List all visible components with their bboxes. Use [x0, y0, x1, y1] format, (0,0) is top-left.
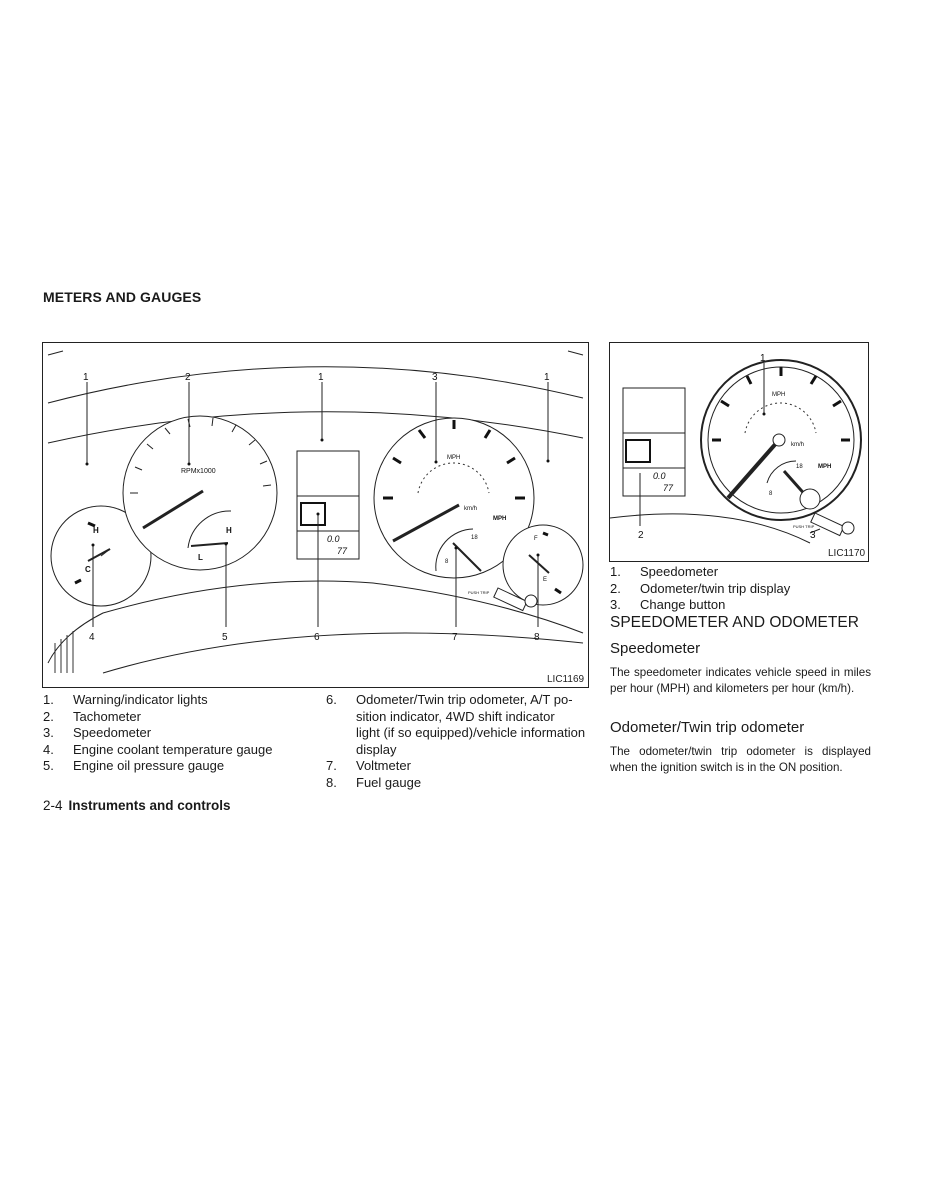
- speed-mph-label: MPH: [447, 455, 460, 461]
- push-trip-label: PUSH TRIP: [793, 524, 815, 529]
- fuel-f-label: F: [534, 536, 538, 542]
- page-number: 2-4: [43, 798, 63, 813]
- fuel-e-label: E: [543, 577, 547, 583]
- trip-readout: 77: [337, 546, 348, 556]
- speedometer-illustration: 1 2 3 MPH km/h MPH 18 8 PUSH TRIP 0.0 77: [610, 353, 862, 544]
- list-item: 3.Change button: [610, 597, 726, 613]
- list-item: 1.Warning/indicator lights: [43, 692, 208, 707]
- callout-1: 1: [760, 353, 766, 364]
- callout-3: 3: [810, 530, 816, 541]
- heading-speedometer: Speedometer: [610, 640, 701, 657]
- callout-1: 1: [83, 372, 89, 383]
- footer-section-title: Instruments and controls: [68, 798, 231, 813]
- odometer-readout: 0.0: [653, 471, 666, 481]
- list-item: 2.Tachometer: [43, 708, 141, 724]
- callout-6: 6: [314, 632, 320, 643]
- heading-odometer: Odometer/Twin trip odometer: [610, 719, 805, 736]
- mph-label: MPH: [772, 392, 785, 398]
- speed-mph-side-label: MPH: [493, 516, 506, 522]
- volt-18-label: 18: [471, 535, 478, 541]
- oil-l-label: L: [198, 553, 203, 562]
- callout-7: 7: [452, 632, 458, 643]
- callout-1: 1: [544, 372, 550, 383]
- temp-c-label: C: [85, 565, 91, 574]
- page-footer: 2-4 Instruments and controls: [43, 798, 231, 813]
- list-item: 8.Fuel gauge: [326, 774, 422, 790]
- figure1-list-left: 1.Warning/indicator lights 2.Tachometer …: [43, 692, 303, 775]
- callout-5: 5: [222, 632, 228, 643]
- kmh-label: km/h: [791, 442, 804, 448]
- tach-label: RPMx1000: [181, 468, 216, 475]
- paragraph-odometer: The odometer/twin trip odometer is displ…: [610, 745, 871, 774]
- callout-2: 2: [185, 372, 191, 383]
- list-item: 1.Speedometer: [610, 564, 719, 579]
- heading-speedometer-odometer: SPEEDOMETER AND ODOMETER: [610, 614, 859, 631]
- temp-h-label: H: [93, 526, 99, 535]
- list-item: 4.Engine coolant temperature gauge: [43, 741, 273, 757]
- list-item: 5.Engine oil pressure gauge: [43, 758, 225, 774]
- list-item: 3.Speedometer: [43, 725, 152, 741]
- list-item: light (if so equipped)/vehicle informati…: [356, 725, 586, 741]
- figure-code: LIC1170: [828, 548, 866, 559]
- figure-code: LIC1169: [547, 674, 585, 685]
- odometer-readout: 0.0: [327, 534, 340, 544]
- instrument-cluster-illustration: 1 2 1 3 1 4 5 6 7 8 RPMx1000 MPH km/h MP…: [47, 350, 584, 674]
- callout-1: 1: [318, 372, 324, 383]
- callout-3: 3: [432, 372, 438, 383]
- mph-side-label: MPH: [818, 464, 831, 470]
- callout-4: 4: [89, 632, 95, 643]
- figure2-list: 1.Speedometer 2.Odometer/twin trip displ…: [610, 564, 872, 614]
- volt-8-label: 8: [445, 559, 449, 565]
- figure1-list-right: 6.Odometer/Twin trip odometer, A/T po- s…: [326, 692, 591, 792]
- volt-18-label: 18: [796, 464, 803, 470]
- list-item: 6.Odometer/Twin trip odometer, A/T po-: [326, 692, 573, 707]
- list-item: display: [356, 741, 397, 757]
- speedometer-figure: 1 2 3 MPH km/h MPH 18 8 PUSH TRIP 0.0 77…: [609, 342, 869, 562]
- list-item: sition indicator, 4WD shift indicator: [356, 708, 555, 724]
- push-trip-label: PUSH TRIP: [468, 590, 490, 595]
- speed-kmh-label: km/h: [464, 506, 477, 512]
- callout-2: 2: [638, 530, 644, 541]
- instrument-cluster-figure: 1 2 1 3 1 4 5 6 7 8 RPMx1000 MPH km/h MP…: [42, 342, 589, 688]
- volt-8-label: 8: [769, 491, 773, 497]
- paragraph-speedometer: The speedometer indicates vehicle speed …: [610, 666, 871, 695]
- trip-readout: 77: [663, 483, 674, 493]
- list-item: 2.Odometer/twin trip display: [610, 580, 791, 596]
- section-title: METERS AND GAUGES: [43, 289, 202, 305]
- oil-h-label: H: [226, 526, 232, 535]
- callout-8: 8: [534, 632, 540, 643]
- list-item: 7.Voltmeter: [326, 758, 411, 774]
